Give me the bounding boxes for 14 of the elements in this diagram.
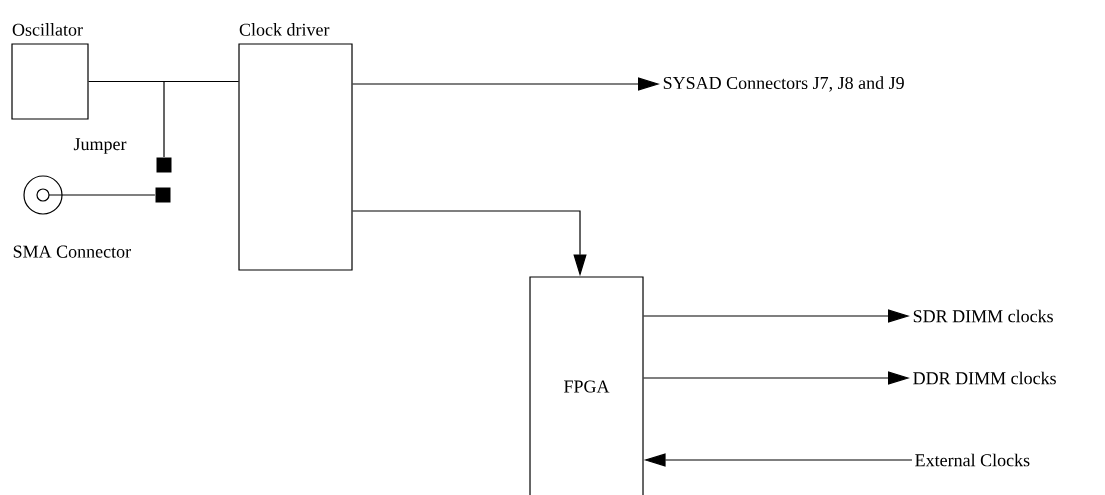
component-box: Clock driver: [238, 23, 353, 271]
signal-label: DDR DIMM clocks: [913, 371, 1056, 385]
jumper-pin: [156, 157, 172, 173]
component-box: Oscillator: [11, 23, 89, 120]
jumper-pin: [155, 187, 171, 203]
signal-label: External Clocks: [915, 453, 1030, 467]
node-label: Clock driver: [239, 23, 330, 36]
node-label: Oscillator: [12, 23, 83, 36]
signal-label: SDR DIMM clocks: [913, 309, 1053, 323]
component-box: FPGA: [529, 276, 644, 495]
jumper-label: Jumper: [73, 138, 127, 154]
wire: [163, 80, 239, 158]
signal-label: SYSAD Connectors J7, J8 and J9: [663, 76, 904, 92]
wire: [48, 194, 156, 196]
